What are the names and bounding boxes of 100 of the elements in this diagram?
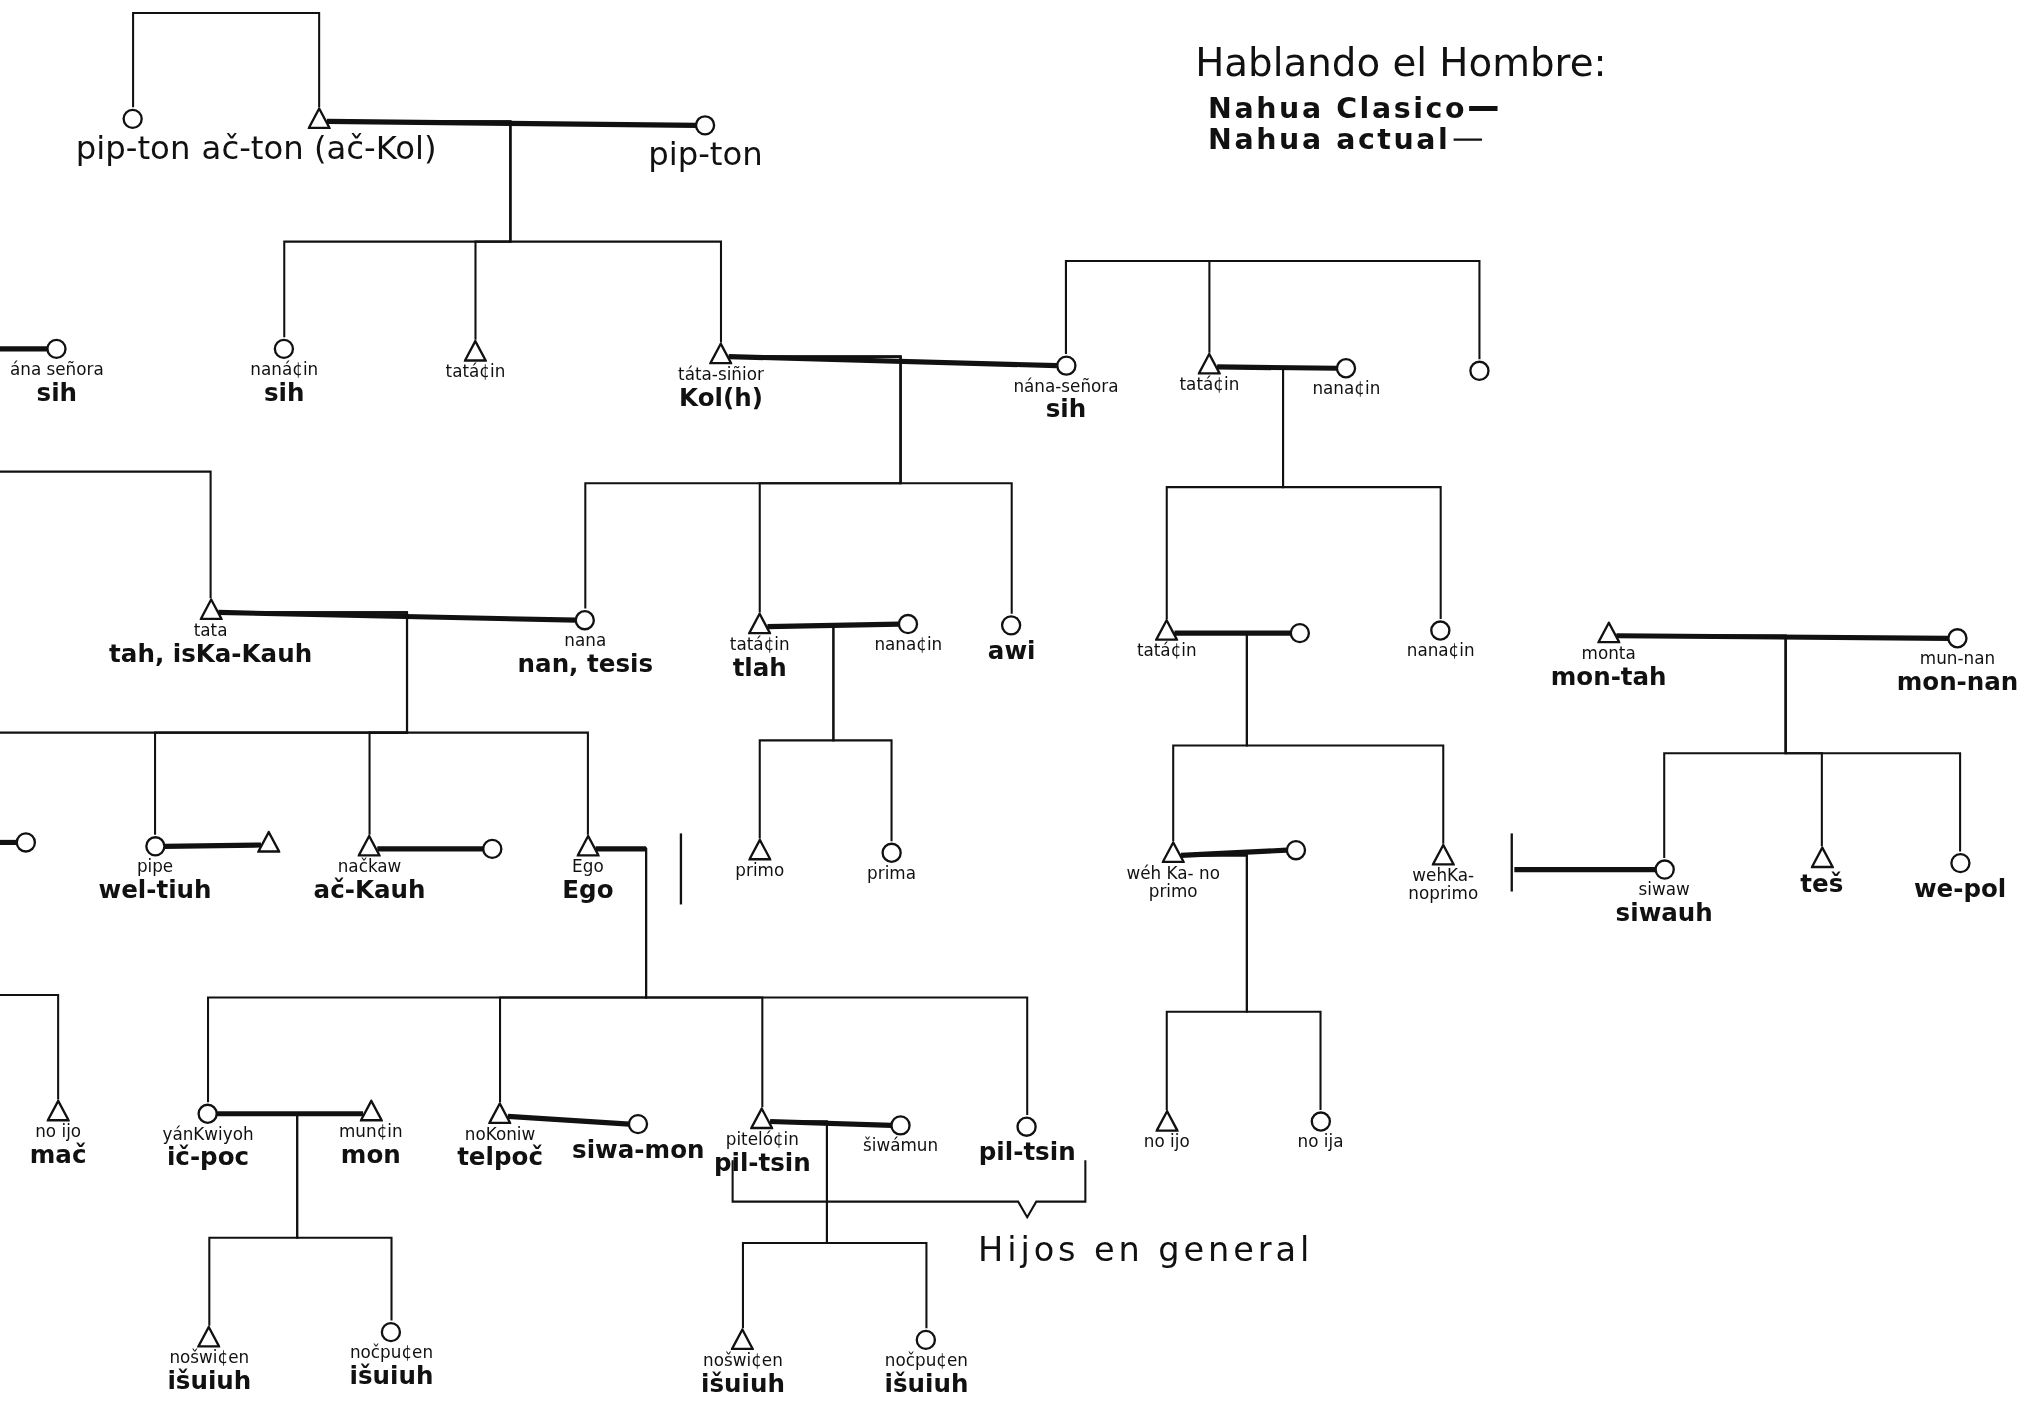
kin-term: nana — [564, 631, 607, 650]
descent-line — [1064, 259, 1481, 360]
kin-term: tata — [193, 621, 228, 640]
descent-line — [1616, 634, 1962, 852]
kin-term: yánKwiyoh — [162, 1125, 254, 1144]
kin-term: načkaw — [337, 857, 402, 877]
kin-term: piteló¢in — [725, 1130, 799, 1149]
kin-term-bold: Ego — [562, 876, 614, 904]
kin-term-bold: tlah — [732, 653, 787, 681]
marriage-line — [1616, 633, 1949, 641]
marriage-line — [218, 609, 577, 623]
marriage-line — [0, 346, 48, 352]
kin-term: mun¢in — [339, 1122, 403, 1141]
descent-line — [770, 1120, 928, 1329]
kin-term-bold: ič-poc — [166, 1143, 250, 1171]
descent-line — [132, 11, 321, 108]
kin-term: nána-señora — [1013, 377, 1119, 396]
kin-term: mun-nan — [1919, 649, 1996, 668]
title: Hablando el Hombre: — [1195, 41, 1607, 86]
kin-term-bold: išuiuh — [349, 1361, 434, 1389]
kin-term-bold: siwa-mon — [572, 1135, 705, 1163]
marriage-line — [507, 1113, 630, 1127]
kin-term: no ija — [1297, 1133, 1344, 1152]
marriage-line — [377, 846, 484, 852]
kin-term: nošwi¢en — [169, 1348, 250, 1368]
kin-term: tatá¢in — [729, 635, 790, 654]
kin-term-bold: sih — [1045, 395, 1087, 423]
kin-term-bold: wel-tiuh — [98, 876, 212, 904]
kin-term: wehKa- noprimo — [1407, 867, 1480, 904]
marriage-line — [1174, 630, 1291, 636]
kin-term: nočpu¢en — [884, 1351, 968, 1370]
descent-line — [326, 120, 723, 343]
marriage-line — [217, 1111, 364, 1117]
legend-text: Nahua Clasico — [1208, 93, 1468, 125]
kin-term-bold: awi — [987, 637, 1036, 665]
descent-line — [0, 611, 409, 734]
kin-term: tatá¢in — [445, 363, 506, 382]
kin-term-bold: mač — [29, 1140, 87, 1169]
kin-term-bold: mon — [340, 1140, 401, 1169]
kin-term: nana¢in — [1312, 379, 1381, 398]
descent-line — [1180, 854, 1322, 1110]
kin-term: Ego — [572, 857, 604, 877]
kin-term: nošwi¢en — [703, 1351, 783, 1370]
kin-term: ač-ton (ač-Kol) — [201, 130, 437, 167]
kin-term: pip-ton — [648, 136, 763, 174]
marriage-line — [1514, 867, 1656, 873]
descent-line — [595, 847, 1029, 1116]
kin-term-bold: siwauh — [1615, 899, 1713, 927]
kin-term-bold: pil-tsin — [713, 1148, 811, 1176]
descent-line — [0, 993, 60, 1100]
marriage-line — [326, 118, 697, 128]
kin-term-bold: išuiuh — [884, 1369, 969, 1397]
kin-term-bold: telpoč — [457, 1143, 543, 1171]
marriage-line — [164, 842, 262, 849]
kin-term: siwaw — [1638, 881, 1690, 900]
kin-term: tatá¢in — [1179, 376, 1240, 395]
marriage-line — [595, 846, 647, 852]
descent-line — [1217, 365, 1442, 619]
kin-term-bold: Kol(h) — [679, 383, 763, 411]
kin-term-bold: išuiuh — [701, 1369, 785, 1397]
kin-term-bold: we-pol — [1913, 874, 2007, 902]
kin-term: no ijo — [1143, 1133, 1190, 1152]
kin-term-bold: mon-nan — [1896, 668, 2019, 696]
kin-term: prima — [867, 864, 916, 883]
marriage-line — [770, 1118, 892, 1128]
marriage-line — [728, 354, 1057, 369]
kin-term: pip-ton — [75, 130, 191, 167]
marriage-line — [1180, 847, 1288, 858]
kin-term-bold: teš — [1800, 869, 1844, 897]
kin-term: šiwámun — [863, 1137, 939, 1156]
descent-line — [217, 1112, 393, 1321]
kin-term: nana¢in — [1406, 642, 1475, 661]
kin-term-bold: tah, isKa-Kauh — [109, 639, 313, 667]
kin-term: noKoniw — [464, 1125, 536, 1144]
descent-line — [728, 355, 1013, 614]
kin-term: pipe — [136, 857, 174, 877]
descent-line — [1174, 632, 1445, 844]
kin-term: tatá¢in — [1136, 642, 1197, 661]
descent-line — [0, 470, 212, 599]
kin-term-bold: sih — [36, 378, 78, 406]
kin-term: primo — [735, 861, 785, 880]
kin-term-bold: sih — [264, 378, 305, 406]
kin-term: monta — [1581, 644, 1636, 663]
kin-term: táta-siñior — [678, 365, 764, 384]
kin-term: naná¢in — [250, 360, 319, 379]
kin-term-bold: ač-Kauh — [313, 876, 426, 904]
kin-term-bold: mon-tah — [1550, 662, 1667, 690]
kin-term-bold: pil-tsin — [978, 1138, 1076, 1166]
kin-term-bold: nan, tesis — [517, 649, 654, 678]
kin-term-bold: išuiuh — [167, 1367, 252, 1395]
kin-term: wéh Ka- no primo — [1125, 864, 1221, 901]
kin-term: no ijo — [35, 1122, 82, 1141]
descent-line — [767, 625, 893, 842]
marriage-line — [0, 839, 17, 846]
legend-text: Nahua actual — [1208, 124, 1451, 156]
kin-term: ána señora — [9, 360, 104, 379]
marriage-line — [1217, 364, 1338, 371]
kin-term: nana¢in — [874, 635, 943, 654]
marriage-line — [767, 621, 900, 630]
kin-term: nočpu¢en — [349, 1343, 434, 1362]
